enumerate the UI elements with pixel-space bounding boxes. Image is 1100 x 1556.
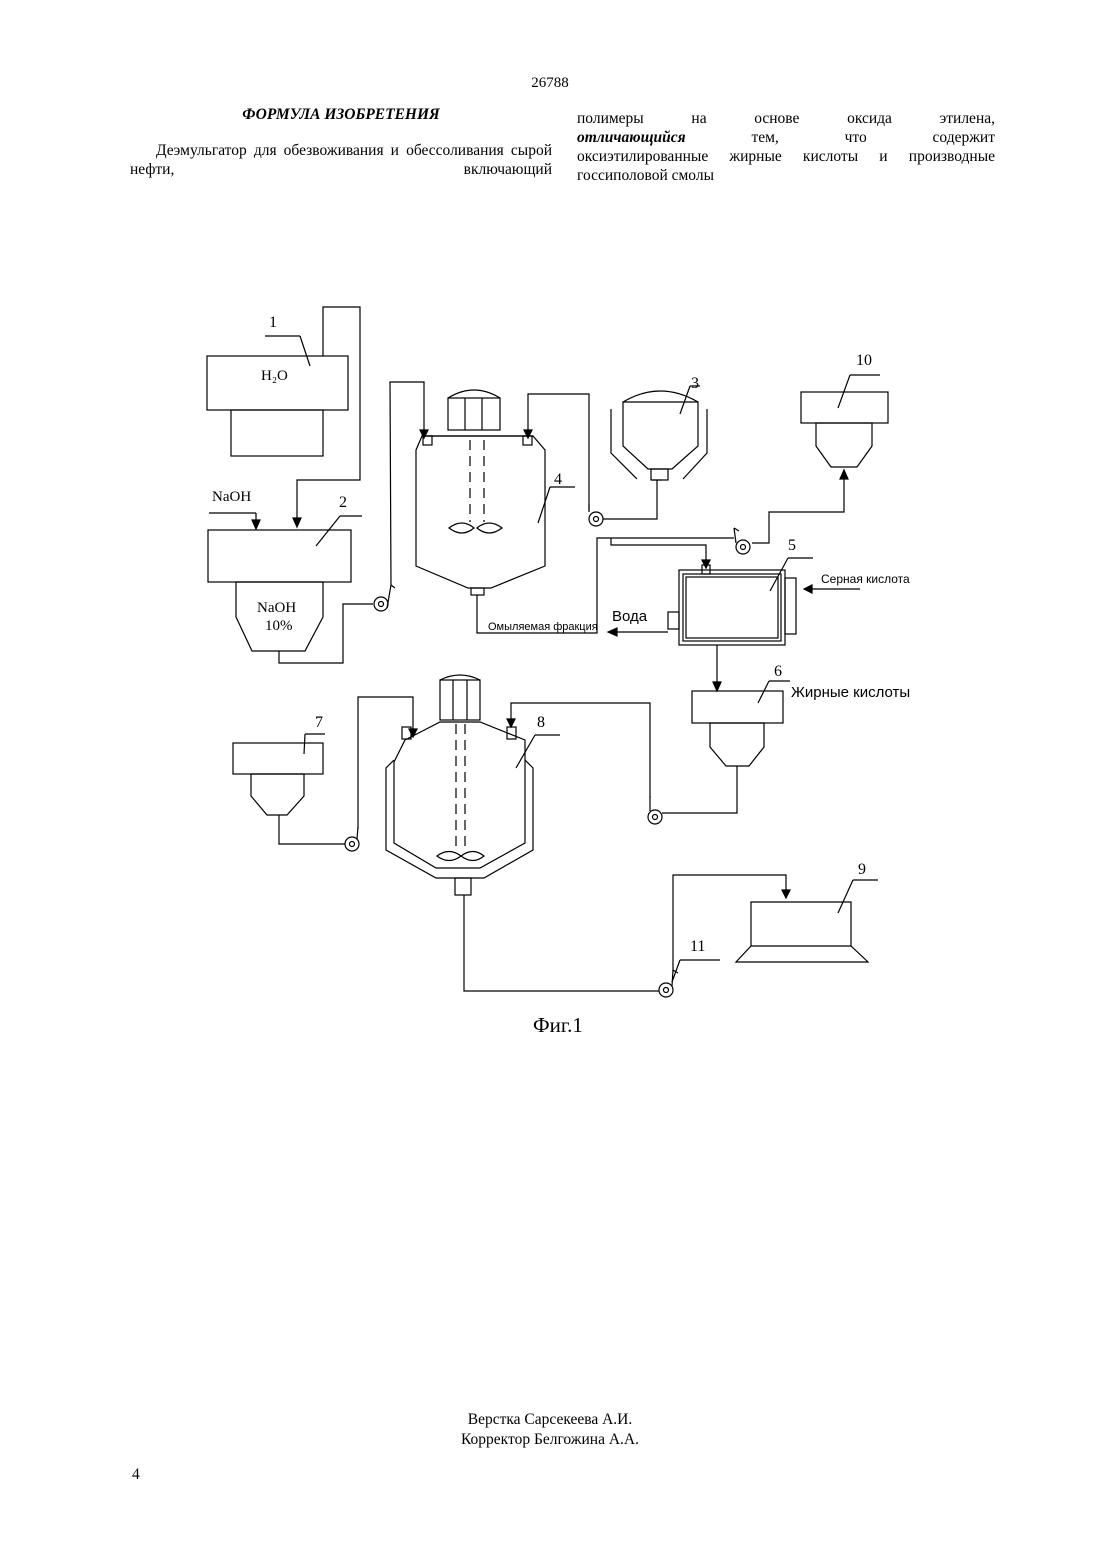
pump-tank-7 — [345, 827, 359, 851]
label-saponified-fraction: Омыляемая фракция — [488, 621, 598, 633]
label-11: 11 — [690, 938, 705, 955]
claims-cont-line-3: оксиэтилированные жирные кислоты и произ… — [577, 147, 995, 166]
process-flow-diagram: 1 H₂O NaOH 2 NaOH 10% 4 3 10 5 Серная ки… — [200, 300, 930, 1050]
label-10: 10 — [856, 352, 872, 369]
reactor-4 — [416, 390, 545, 595]
label-4: 4 — [554, 471, 562, 488]
process-flow-figure: 1 H₂O NaOH 2 NaOH 10% 4 3 10 5 Серная ки… — [200, 300, 930, 1050]
label-fatty-acids: Жирные кислоты — [791, 684, 910, 701]
label-1: 1 — [269, 314, 277, 331]
claims-body: Деэмульгатор для обезвоживания и обессол… — [130, 141, 552, 179]
label-7: 7 — [315, 714, 323, 731]
label-6: 6 — [774, 663, 782, 680]
claims-emphasis: отличающийся — [577, 129, 686, 146]
label-sulfuric-acid: Серная кислота — [821, 572, 910, 586]
pump-tank-10 — [734, 528, 750, 554]
tank-10 — [801, 392, 888, 467]
pump-tank-2 — [374, 585, 395, 611]
claims-continuation: полимеры на основе оксида этилена, отлич… — [577, 109, 995, 185]
claims-heading: ФОРМУЛА ИЗОБРЕТЕНИЯ — [130, 105, 552, 124]
patent-number: 26788 — [0, 75, 1100, 92]
claims-cont-line-2: отличающийся тем, что содержит — [577, 128, 995, 147]
pump-tank-6 — [648, 796, 662, 824]
label-naoh-tank: NaOH — [257, 600, 296, 616]
label-8: 8 — [537, 714, 545, 731]
footer-credits: Верстка Сарсекеева А.И. Корректор Белгож… — [0, 1410, 1100, 1450]
claims-cont-line-2-rest: тем, что содержит — [751, 129, 995, 146]
claims-body-text: Деэмульгатор для обезвоживания и обессол… — [130, 142, 552, 178]
tank-3 — [611, 391, 707, 480]
page-number: 4 — [132, 1466, 140, 1484]
pump-tank-3 — [589, 504, 603, 526]
label-water: Вода — [612, 608, 648, 625]
label-naoh-inlet: NaOH — [212, 489, 251, 505]
label-3: 3 — [691, 375, 699, 392]
figure-caption: Фиг.1 — [533, 1013, 583, 1037]
tank-7 — [233, 743, 323, 815]
footer-corrector-credit: Корректор Белгожина А.А. — [0, 1430, 1100, 1450]
tank-6-fatty-acids — [692, 691, 783, 766]
claims-left-column: ФОРМУЛА ИЗОБРЕТЕНИЯ Деэмульгатор для обе… — [130, 105, 552, 179]
label-9: 9 — [858, 861, 866, 878]
tank-9 — [736, 902, 868, 962]
claims-cont-line-1: полимеры на основе оксида этилена, — [577, 109, 995, 128]
claims-cont-line-4: госсиполовой смолы — [577, 166, 995, 185]
footer-layout-credit: Верстка Сарсекеева А.И. — [0, 1410, 1100, 1430]
separator-5 — [668, 565, 796, 645]
label-2: 2 — [339, 494, 347, 511]
label-5: 5 — [788, 537, 796, 554]
label-h2o: H₂O — [261, 368, 288, 384]
claims-right-column: полимеры на основе оксида этилена, отлич… — [577, 109, 995, 185]
label-naoh-concentration: 10% — [265, 618, 293, 634]
